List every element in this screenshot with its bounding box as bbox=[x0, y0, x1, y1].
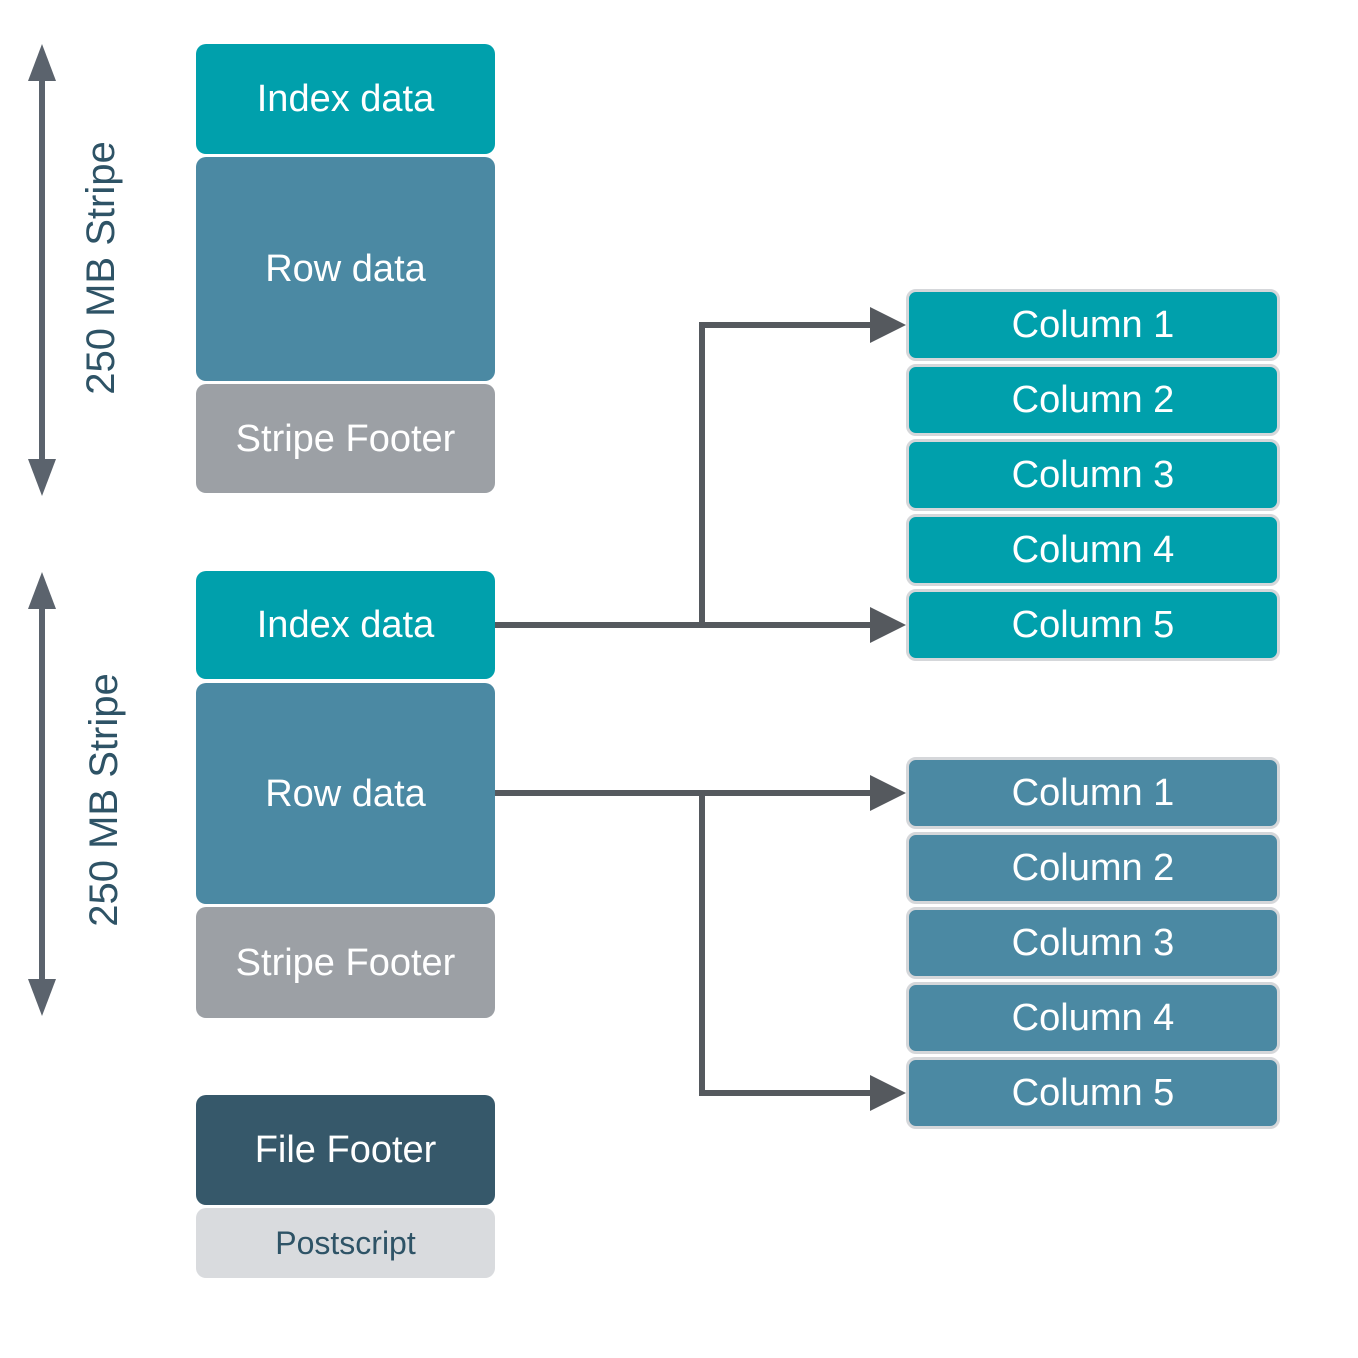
index-column-3: Column 3 bbox=[906, 439, 1280, 511]
arrowhead-down-icon bbox=[28, 459, 56, 496]
row-columns-stack: Column 1 Column 2 Column 3 Column 4 Colu… bbox=[906, 757, 1280, 1129]
stripe2-size-label: 250 MB Stripe bbox=[81, 673, 126, 927]
row-column-1: Column 1 bbox=[906, 757, 1280, 829]
row-column-2: Column 2 bbox=[906, 832, 1280, 904]
arrowhead-down-icon bbox=[28, 979, 56, 1016]
index-column-1: Column 1 bbox=[906, 289, 1280, 361]
index-column-2: Column 2 bbox=[906, 364, 1280, 436]
arrowhead-right-icon bbox=[870, 607, 906, 643]
file-footer-block: File Footer bbox=[196, 1095, 495, 1205]
arrowhead-up-icon bbox=[28, 44, 56, 81]
stripe2-row-data-block: Row data bbox=[196, 683, 495, 904]
row-column-5: Column 5 bbox=[906, 1057, 1280, 1129]
index-column-5: Column 5 bbox=[906, 589, 1280, 661]
stripe1-size-arrow-icon bbox=[28, 44, 56, 496]
arrowhead-right-icon bbox=[870, 1075, 906, 1111]
index-column-4: Column 4 bbox=[906, 514, 1280, 586]
row-column-3: Column 3 bbox=[906, 907, 1280, 979]
index-data-connector bbox=[495, 307, 906, 643]
stripe1-row-data-block: Row data bbox=[196, 157, 495, 381]
stripe1-size-label: 250 MB Stripe bbox=[78, 141, 123, 395]
postscript-block: Postscript bbox=[196, 1208, 495, 1278]
stripe1-stripe-footer-block: Stripe Footer bbox=[196, 384, 495, 493]
index-columns-stack: Column 1 Column 2 Column 3 Column 4 Colu… bbox=[906, 289, 1280, 661]
stripe1-index-data-block: Index data bbox=[196, 44, 495, 154]
arrowhead-right-icon bbox=[870, 307, 906, 343]
arrowhead-up-icon bbox=[28, 572, 56, 609]
stripe2-stripe-footer-block: Stripe Footer bbox=[196, 907, 495, 1018]
stripe2-index-data-block: Index data bbox=[196, 571, 495, 679]
arrowhead-right-icon bbox=[870, 775, 906, 811]
row-data-connector bbox=[495, 775, 906, 1111]
row-column-4: Column 4 bbox=[906, 982, 1280, 1054]
stripe2-size-arrow-icon bbox=[28, 572, 56, 1016]
